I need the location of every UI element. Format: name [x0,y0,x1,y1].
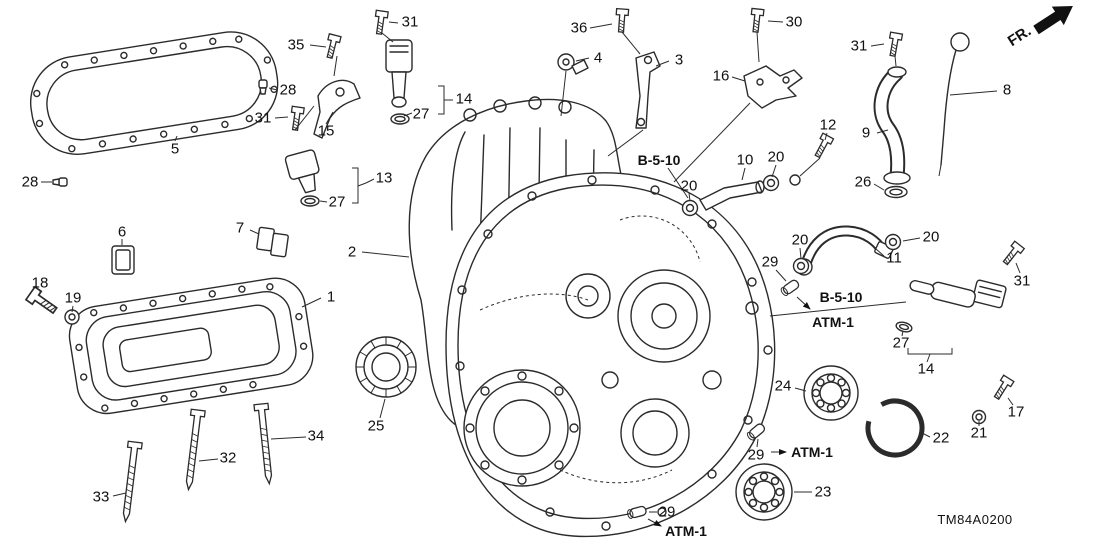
bracket-line-14-right [907,348,953,355]
bolt-17 [990,374,1015,402]
gasket-26 [884,185,908,199]
dipstick-8 [938,32,970,177]
bracket-3 [635,51,661,129]
drain-plug-18 [25,286,61,318]
bolt-31-right [886,31,904,58]
front-direction-arrow [1033,6,1073,35]
speed-sensor-14 [909,279,1007,309]
diagram-code: TM84A0200 [937,512,1013,527]
oil-hose-11 [795,225,894,276]
o-ring-27-mid [300,195,320,207]
bracket-line-14-top [438,85,445,115]
oil-pan [68,277,314,415]
bolt-31-left [288,105,305,132]
bearing-23 [735,463,793,521]
bolt-31-top [372,9,389,36]
bolt-33 [117,440,143,523]
snap-ring-22 [865,398,925,458]
washer-20-d [884,233,902,251]
washer-20-c [792,257,810,275]
joint-pipe-10 [699,180,765,211]
bolt-32 [180,408,206,491]
bolt-30 [748,7,765,34]
bracket-15 [313,79,361,139]
oil-seal-25 [355,336,417,398]
washer-19 [64,309,80,325]
dowel-pin-29-a [779,278,801,298]
bolt-31-mid [1000,240,1025,268]
grommet-28-top [258,79,268,95]
washer-20-b [762,174,780,192]
reference-arrows [647,296,811,527]
bracket-16 [743,65,803,109]
grommet-28-left [52,177,68,187]
front-direction-label: FR. [1005,23,1035,50]
bolt-36 [614,7,630,34]
joint-bolt-12 [811,132,835,160]
o-ring-27-right [895,321,913,333]
magnet-6 [111,245,135,275]
transmission-case [408,96,801,538]
filler-tube-9 [873,66,911,185]
o-ring-27-top [390,113,410,125]
leader-lines [39,20,1021,513]
bearing-24 [803,365,859,421]
plates-7 [256,226,289,258]
sensor-4 [557,53,589,75]
oil-pan-gasket [29,31,279,156]
bracket-line-13 [352,167,359,204]
bolt-34 [253,402,277,485]
sensor-13 [284,149,320,194]
pan-bolts [117,402,277,523]
bolt-35 [323,33,342,60]
crank-sensor-14 [385,39,413,108]
washer-20-a [681,199,699,217]
